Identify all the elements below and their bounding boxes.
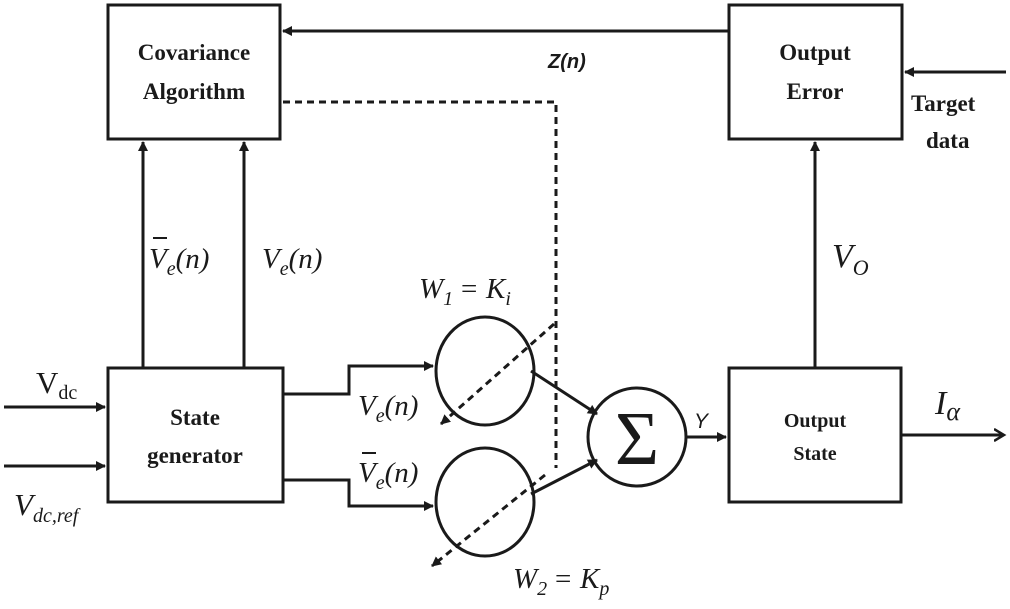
z-n-label: Z(n)	[547, 51, 586, 73]
vbar-e-mid-text: Ve(n)	[358, 457, 418, 494]
neuron1-to-sum-arrow	[530, 369, 598, 416]
i-alpha-label: Iα	[934, 385, 961, 426]
neuron2-to-sum-arrow	[530, 458, 598, 496]
w2-label: W2= Kp	[513, 563, 609, 600]
output-state-label-line1: Output	[784, 410, 847, 432]
v-e-left-label: Ve(n)	[262, 243, 322, 280]
state-generator-label-line1: State	[170, 405, 220, 430]
output-error-label-line2: Error	[786, 79, 843, 104]
v-o-label: VO	[832, 238, 869, 280]
weight2-adjust-dashed-arrow	[431, 473, 546, 568]
covariance-label-line1: Covariance	[138, 40, 250, 65]
v-e-to-neuron1-arrow	[283, 361, 434, 396]
weight-neuron-1	[434, 315, 536, 427]
covariance-label-line2: Algorithm	[143, 79, 245, 104]
output-state-label-line2: State	[793, 443, 836, 465]
y-label: Y	[694, 410, 710, 433]
vbar-e-left-text: Ve(n)	[149, 243, 209, 280]
target-data-label-line2: data	[926, 128, 970, 153]
state-generator-label-line2: generator	[147, 443, 243, 468]
target-data-label-line1: Target	[911, 91, 976, 116]
weight-update-dashed-line	[283, 100, 558, 468]
weight1-adjust-dashed-arrow	[440, 322, 555, 426]
v-dc-label: Vdc	[36, 365, 77, 404]
vbar-e-left-label: Ve(n)	[149, 237, 209, 280]
output-error-block: Output Error	[727, 3, 904, 141]
vbar-e-mid-label: Ve(n)	[358, 452, 418, 494]
vbar-e-to-neuron2-arrow	[283, 478, 434, 511]
output-state-block: Output State	[727, 366, 903, 504]
state-generator-block: State generator	[106, 366, 285, 504]
w1-label: W1= Ki	[419, 273, 511, 310]
summation-symbol: Σ	[615, 397, 659, 481]
v-dc-ref-label: Vdc,ref	[14, 487, 81, 527]
weight-neuron-2	[434, 446, 536, 558]
covariance-algorithm-block: Covariance Algorithm	[106, 3, 282, 141]
output-error-label-line1: Output	[779, 40, 851, 65]
v-e-mid-label: Ve(n)	[358, 390, 418, 427]
